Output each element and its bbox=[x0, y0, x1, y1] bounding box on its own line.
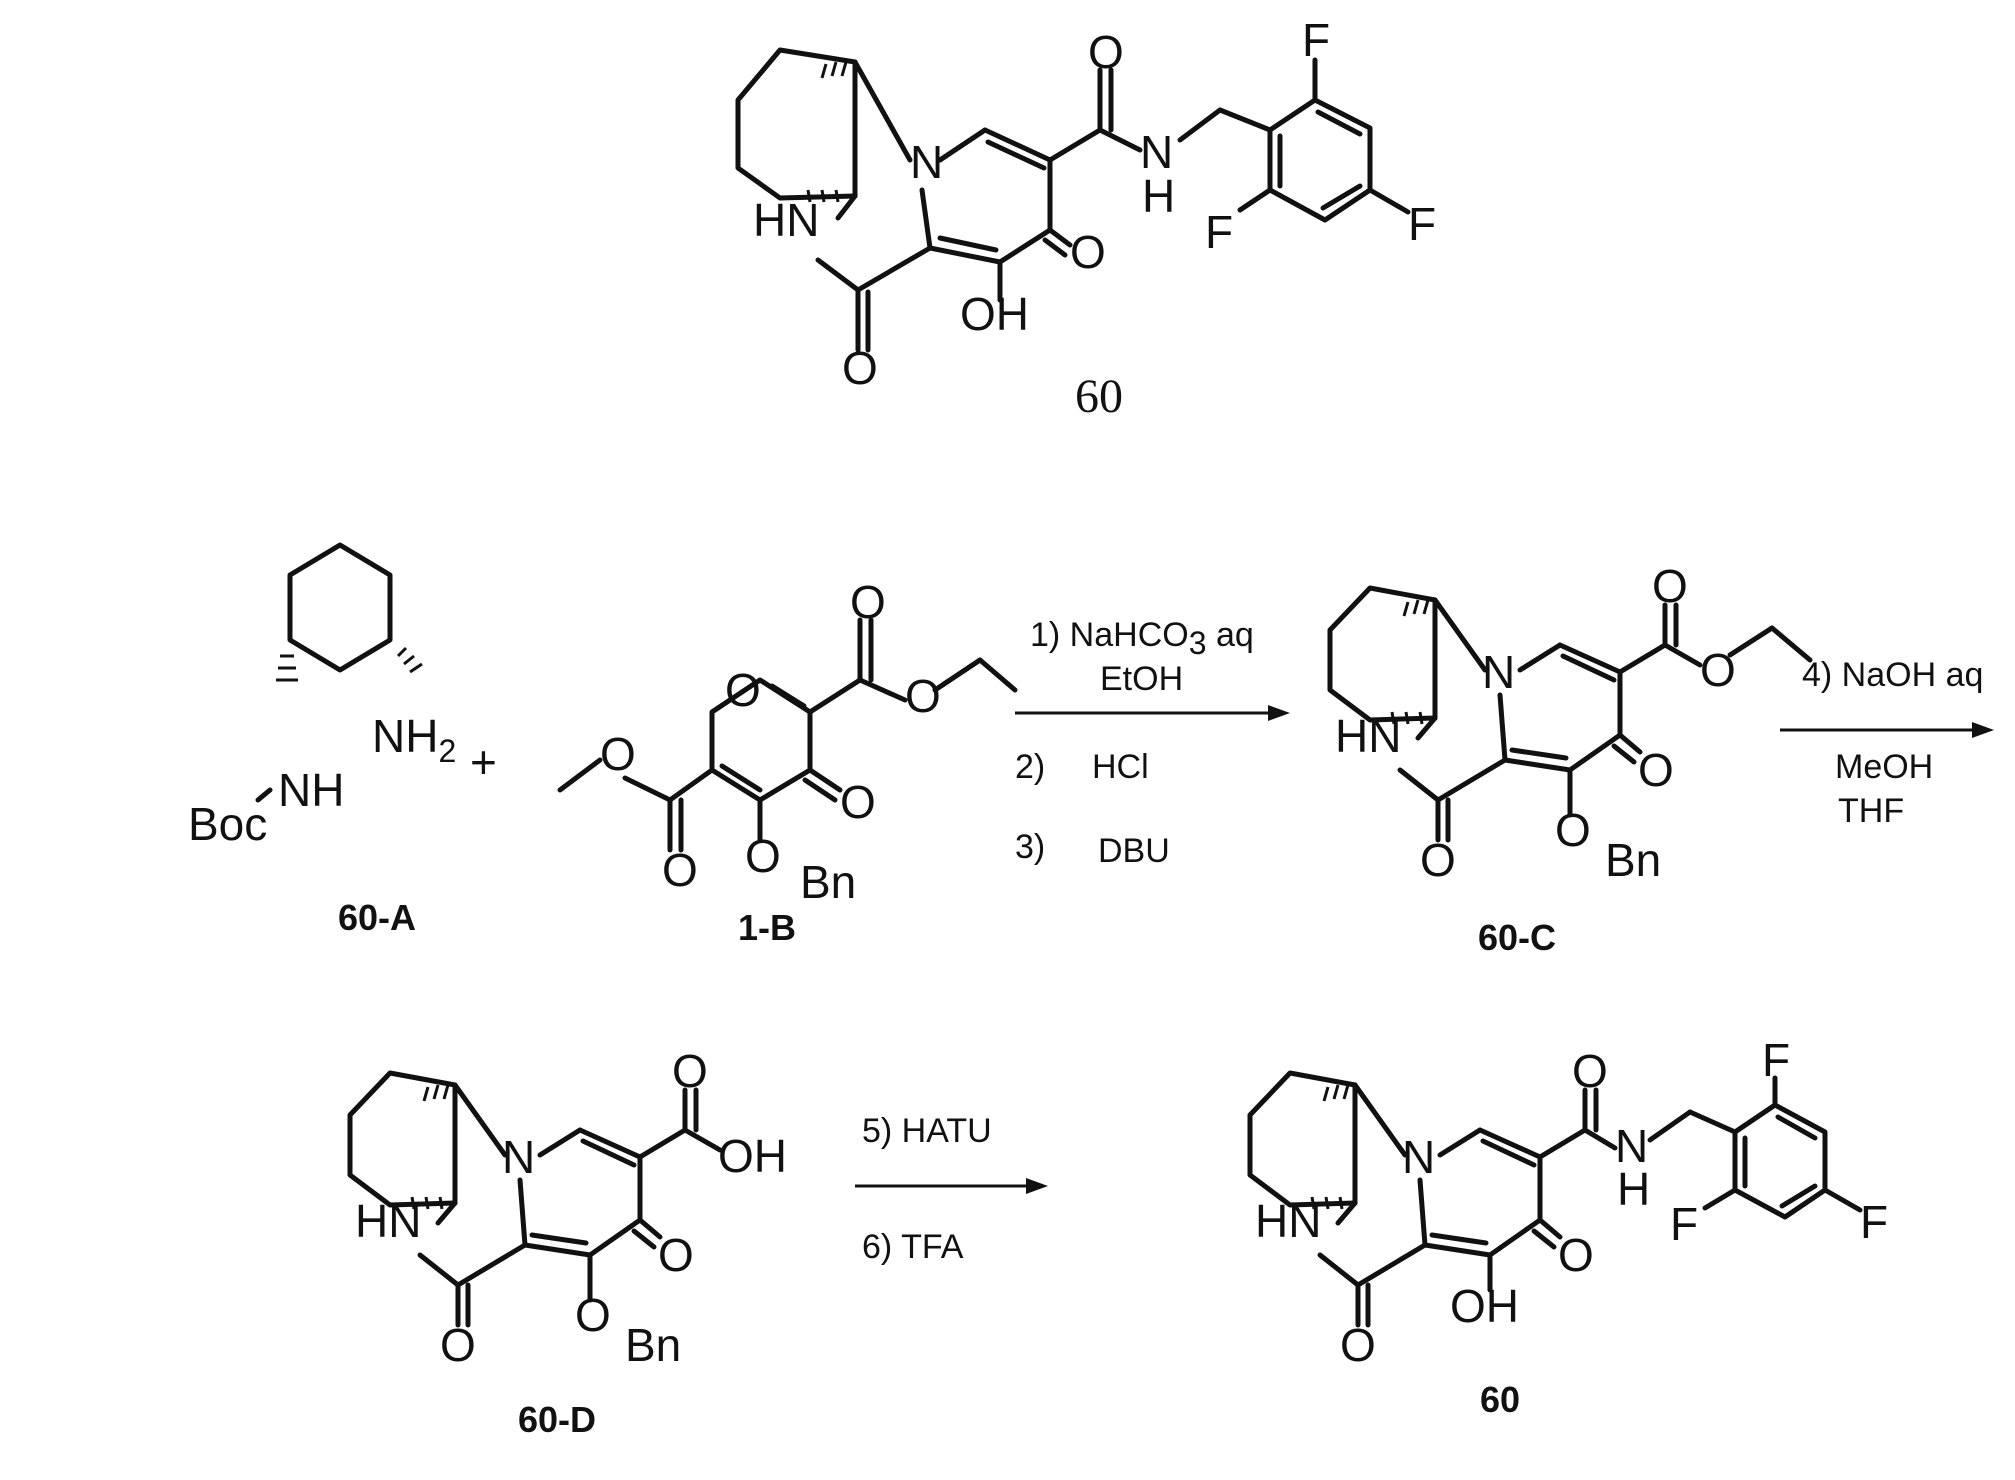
atom-O: O bbox=[1555, 804, 1591, 856]
compound-label-60-A: 60-A bbox=[338, 897, 416, 938]
structure-60-D: N HN O O Bn O O OH bbox=[350, 1045, 787, 1371]
atom-O: O bbox=[840, 776, 876, 828]
atom-NH2: NH2 bbox=[372, 710, 456, 769]
compound-label-60-D: 60-D bbox=[518, 1399, 596, 1440]
plus-sign: + bbox=[470, 736, 497, 788]
atom-O: O bbox=[662, 844, 698, 896]
structure-60-top: N HN O OH O O N H F F F 60 bbox=[738, 14, 1436, 423]
atom-Bn: Bn bbox=[625, 1319, 681, 1371]
atom-O: O bbox=[672, 1045, 708, 1097]
structure-60-C: N HN O O Bn O O O bbox=[1330, 560, 1810, 886]
atom-O: O bbox=[745, 830, 781, 882]
atom-O: O bbox=[658, 1229, 694, 1281]
atom-O: O bbox=[1638, 744, 1674, 796]
atom-O: O bbox=[1420, 834, 1456, 886]
atom-O: O bbox=[1700, 644, 1736, 696]
atom-O: O bbox=[850, 576, 886, 628]
atom-H: H bbox=[1617, 1163, 1650, 1215]
compound-label-60-top: 60 bbox=[1075, 370, 1123, 423]
atom-OH: OH bbox=[960, 288, 1029, 340]
atom-Bn: Bn bbox=[1605, 834, 1661, 886]
structure-60-final: N HN O OH O O N H F F F bbox=[1250, 1034, 1888, 1371]
atom-O: O bbox=[1652, 560, 1688, 612]
compound-label-60-C: 60-C bbox=[1478, 917, 1556, 958]
atom-F: F bbox=[1205, 206, 1233, 258]
atom-Boc: Boc bbox=[188, 798, 267, 850]
step1-line2: EtOH bbox=[1100, 660, 1183, 698]
atom-O: O bbox=[905, 670, 941, 722]
atom-O: O bbox=[1572, 1045, 1608, 1097]
step3-line2: 6) TFA bbox=[862, 1228, 964, 1266]
step1-line3-num: 2) bbox=[1015, 748, 1045, 786]
compound-label-60-final: 60 bbox=[1480, 1379, 1520, 1420]
atom-O: O bbox=[1558, 1229, 1594, 1281]
structure-60-A: NH2 NH Boc bbox=[188, 545, 456, 850]
step1-line1: 1) NaHCO3 aq bbox=[1030, 616, 1254, 661]
atom-NH: NH bbox=[278, 764, 344, 816]
atom-F: F bbox=[1762, 1034, 1790, 1086]
atom-HN: HN bbox=[355, 1195, 421, 1247]
atom-HN: HN bbox=[1335, 710, 1401, 762]
atom-O: O bbox=[440, 1319, 476, 1371]
step1-line3-reagent: HCl bbox=[1092, 748, 1149, 786]
step2-line2: MeOH bbox=[1835, 748, 1933, 786]
atom-O: O bbox=[1088, 26, 1124, 78]
atom-HN: HN bbox=[753, 194, 819, 246]
reaction-arrow-1 bbox=[1015, 705, 1290, 721]
atom-O: O bbox=[725, 664, 761, 716]
step1-line4-reagent: DBU bbox=[1098, 832, 1170, 870]
atom-O: O bbox=[1070, 226, 1106, 278]
reaction-arrow-3 bbox=[855, 1178, 1048, 1194]
atom-N: N bbox=[910, 136, 943, 188]
atom-N: N bbox=[1402, 1131, 1435, 1183]
atom-N: N bbox=[1482, 646, 1515, 698]
atom-N: N bbox=[502, 1131, 535, 1183]
step1-line4-num: 3) bbox=[1015, 828, 1045, 866]
atom-O: O bbox=[1340, 1319, 1376, 1371]
step3-line1: 5) HATU bbox=[862, 1112, 992, 1150]
atom-H: H bbox=[1142, 170, 1175, 222]
atom-OH: OH bbox=[718, 1130, 787, 1182]
compound-label-1-B: 1-B bbox=[738, 907, 796, 948]
atom-OH: OH bbox=[1450, 1280, 1519, 1332]
reaction-arrow-2 bbox=[1780, 722, 1994, 738]
atom-HN: HN bbox=[1255, 1195, 1321, 1247]
step2-line3: THF bbox=[1838, 792, 1904, 830]
atom-F: F bbox=[1302, 14, 1330, 66]
atom-F: F bbox=[1670, 1198, 1698, 1250]
atom-Bn: Bn bbox=[800, 856, 856, 908]
atom-O: O bbox=[842, 342, 878, 394]
atom-F: F bbox=[1408, 198, 1436, 250]
atom-O: O bbox=[600, 728, 636, 780]
atom-O: O bbox=[575, 1289, 611, 1341]
atom-F: F bbox=[1860, 1196, 1888, 1248]
structure-1-B: O O O O O O O Bn bbox=[560, 576, 1015, 908]
step2-line1: 4) NaOH aq bbox=[1802, 656, 1983, 694]
